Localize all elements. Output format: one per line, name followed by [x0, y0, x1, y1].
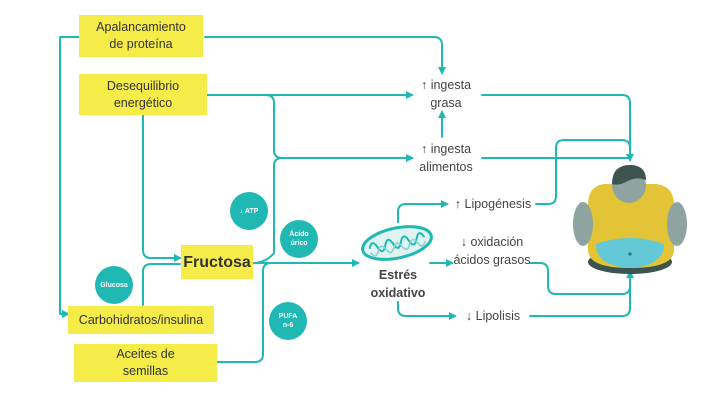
line-stress-to-lipogenesis [397, 200, 449, 223]
lipogenesis-label: ↑ Lipogénesis [454, 197, 532, 211]
uric-acid-badge: Ácido úrico [280, 220, 318, 258]
line-fat-to-person [481, 94, 634, 162]
line-lipogenesis-to-person [535, 139, 631, 205]
obese-person-icon [573, 165, 687, 274]
mitochondria-icon [361, 225, 433, 261]
lipolysis-label: ↓ Lipolisis [465, 309, 521, 323]
line-fructose-to-food [251, 157, 283, 264]
fructose-box: Fructosa [181, 245, 253, 279]
carbs-insulin-box: Carbohidratos/insulina [68, 306, 214, 334]
glucose-badge: Glucosa [95, 266, 133, 304]
food-intake-label: ↑ ingesta alimentos [419, 142, 473, 174]
line-lipolysis-to-person [529, 271, 631, 317]
fat-intake-label: ↑ ingesta grasa [420, 78, 472, 110]
line-stress-to-lipolysis [397, 301, 457, 320]
line-oils-to-stress [216, 262, 272, 363]
oxidative-stress-label: Estrés oxidativo [370, 268, 426, 300]
line-oxidation-to-person [529, 262, 634, 295]
line-energy-to-fructose [142, 114, 182, 262]
line-protein-to-carbs [59, 36, 80, 318]
line-protein-to-fat [204, 36, 446, 75]
line-carbs-to-fructose [142, 263, 181, 306]
protein-leverage-box: Apalancamiento de proteína [79, 15, 203, 57]
seed-oils-box: Aceites de semillas [74, 344, 217, 382]
pufa-badge: PUFA n-6 [269, 302, 307, 340]
atp-badge: ↓ ATP [230, 192, 268, 230]
fatty-acid-oxidation-label: ↓ oxidación ácidos grasos [453, 235, 531, 267]
energy-imbalance-box: Desequilibrio energético [79, 74, 207, 115]
line-energy-to-food [206, 94, 414, 162]
